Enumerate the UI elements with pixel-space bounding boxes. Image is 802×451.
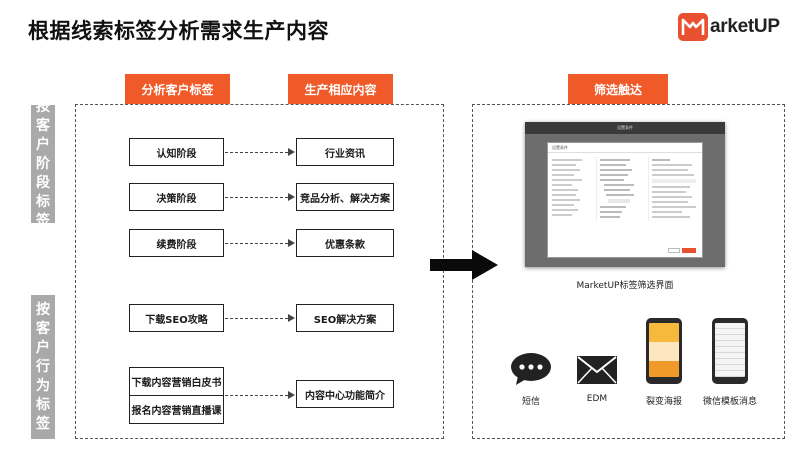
side-char: 按 [36,98,50,115]
side-char: 阶 [36,155,50,172]
side-char: 户 [36,136,50,153]
side-char: 标 [36,396,50,413]
dashed-arrow [225,318,288,319]
content-seo-solution: SEO解决方案 [296,304,394,332]
screenshot-title-bar: 设置条件 [525,122,725,134]
side-char: 签 [36,415,50,432]
stage-tag-awareness: 认知阶段 [129,138,224,166]
phone-poster-icon [646,318,682,384]
dialog-confirm-button[interactable] [682,248,696,253]
dialog-col-left [552,157,590,219]
analyze-tag-header: 分析客户标签 [125,74,230,104]
stage-tag-renewal: 续费阶段 [129,229,224,257]
content-industry-news: 行业资讯 [296,138,394,166]
logo-text: arketUP [710,16,780,37]
side-char: 标 [36,193,50,210]
side-label-by-stage: 按 客 户 阶 段 标 签 [31,99,55,229]
analysis-area [75,104,444,439]
side-char: 户 [36,339,50,356]
channel-label: 短信 [521,397,540,407]
dialog-cancel-button[interactable] [668,248,680,253]
page-title: 根据线索标签分析需求生产内容 [28,19,329,43]
arrow-right-icon [430,250,498,280]
arrow-head-icon [288,193,295,201]
behavior-tag-whitepaper: 下载内容营销白皮书 [129,367,224,395]
phone-wechat-icon [712,318,748,384]
side-char: 行 [36,358,50,375]
behavior-tag-seo: 下载SEO攻略 [129,304,224,332]
channel-label: EDM [586,394,608,404]
channel-label: 微信模板消息 [702,397,757,407]
filter-dialog: 设置条件 [547,142,703,258]
dashed-arrow [225,197,288,198]
arrow-head-icon [288,148,295,156]
side-char: 签 [36,212,50,229]
content-discount-terms: 优惠条款 [296,229,394,257]
screenshot-caption: MarketUP标签筛选界面 [576,281,674,291]
behavior-tag-live-course: 报名内容营销直播课 [129,395,224,424]
side-char: 为 [36,377,50,394]
side-char: 按 [36,301,50,318]
arrow-head-icon [288,391,295,399]
content-center-intro: 内容中心功能简介 [296,380,394,408]
channel-poster: 裂变海报 [640,318,688,407]
arrow-head-icon [288,314,295,322]
side-char: 段 [36,174,50,191]
channel-edm: EDM [574,355,620,404]
marketup-logo: arketUP [678,12,790,42]
produce-content-header: 生产相应内容 [288,74,393,104]
channel-label: 裂变海报 [645,397,682,407]
side-char: 客 [36,117,50,134]
marketup-m-icon [678,13,708,41]
filter-reach-header: 筛选触达 [568,74,668,104]
stage-tag-decision: 决策阶段 [129,183,224,211]
wechat-screen [715,323,745,377]
dashed-arrow [225,395,288,396]
channel-wechat-template: 微信模板消息 [700,318,760,407]
dialog-col-right [648,157,700,221]
channel-sms: 短信 [508,352,554,407]
side-label-by-behavior: 按 客 户 行 为 标 签 [31,295,55,439]
arrow-head-icon [288,239,295,247]
dialog-col-middle [596,157,644,221]
side-char: 客 [36,320,50,337]
chat-bubble-icon [511,353,551,385]
dashed-arrow [225,152,288,153]
dashed-arrow [225,243,288,244]
dialog-title: 设置条件 [548,143,702,153]
poster-screen [649,323,679,377]
envelope-icon [577,356,617,384]
tag-filter-screenshot: 设置条件 设置条件 [525,122,725,267]
content-competitive-analysis: 竞品分析、解决方案 [296,183,394,211]
